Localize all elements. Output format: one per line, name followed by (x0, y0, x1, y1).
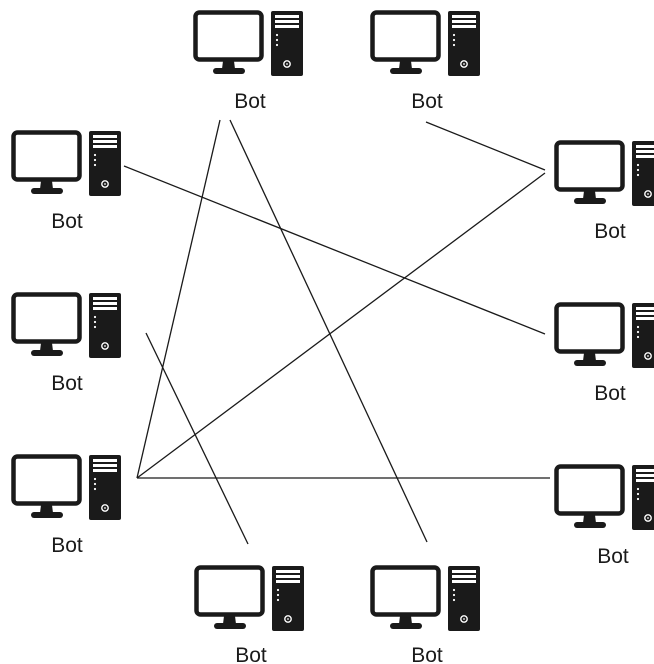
bot-label: Bot (411, 644, 443, 664)
link-top-left-to-left-3 (136, 119, 221, 479)
link-left-3-to-right-1 (136, 172, 546, 479)
computer-icon (373, 11, 481, 76)
computer-icon (197, 566, 305, 631)
bot-node-left-1: Bot (14, 131, 122, 233)
bot-node-right-2: Bot (557, 303, 654, 405)
bot-node-right-1: Bot (557, 141, 654, 243)
computer-icon (373, 566, 481, 631)
computer-icon (557, 303, 654, 368)
computer-icon (557, 141, 654, 206)
computer-icon (14, 131, 122, 196)
bot-node-right-3: Bot (557, 465, 654, 568)
bot-label: Bot (234, 90, 266, 113)
computer-icon (14, 293, 122, 358)
link-left-1-to-right-2 (123, 165, 546, 335)
link-top-right-to-right-1 (425, 121, 546, 171)
computer-icon (557, 465, 654, 530)
bot-node-left-2: Bot (14, 293, 122, 395)
computer-icon (14, 455, 122, 520)
bot-label: Bot (594, 220, 626, 243)
bot-node-bottom-right: Bot (373, 566, 481, 664)
bot-label: Bot (411, 90, 443, 113)
bot-label: Bot (51, 534, 83, 557)
bot-label: Bot (51, 372, 83, 395)
connection-lines (123, 119, 550, 545)
bot-node-top-right: Bot (373, 11, 481, 113)
bot-label: Bot (235, 644, 267, 664)
link-top-left-to-bottom-right (229, 119, 428, 543)
bot-label: Bot (597, 545, 629, 568)
bot-node-bottom-left: Bot (197, 566, 305, 664)
bot-label: Bot (51, 210, 83, 233)
bot-label: Bot (594, 382, 626, 405)
bot-node-left-3: Bot (14, 455, 122, 557)
computer-icon (196, 11, 304, 76)
bot-node-top-left: Bot (196, 11, 304, 113)
link-left-2-to-bottom-left (145, 332, 249, 545)
